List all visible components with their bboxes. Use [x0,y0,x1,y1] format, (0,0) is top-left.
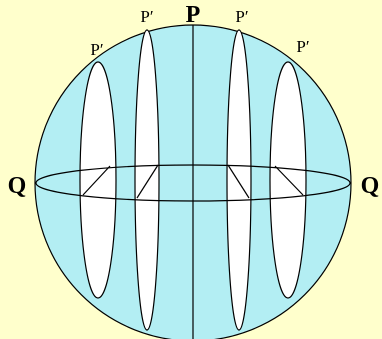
segment-outer-right [274,165,304,196]
prime-label-2: P′ [140,7,153,26]
meridian-ellipse-inner-left [134,29,160,331]
equatorial-segments [82,164,304,199]
segment-outer-left [82,165,111,196]
segment-inner-left [136,164,159,199]
prime-label-1: P′ [90,40,103,59]
left-point-label: Q [8,173,27,199]
right-point-label: Q [361,173,380,199]
prime-label-4: P′ [296,37,309,56]
meridian-ellipse-outer-left [79,61,117,299]
segment-inner-right [227,164,250,199]
equator-ellipse [35,164,351,202]
meridian-ellipse-inner-right [226,29,252,331]
prime-label-3: P′ [235,7,248,26]
pole-label: P [186,2,201,28]
